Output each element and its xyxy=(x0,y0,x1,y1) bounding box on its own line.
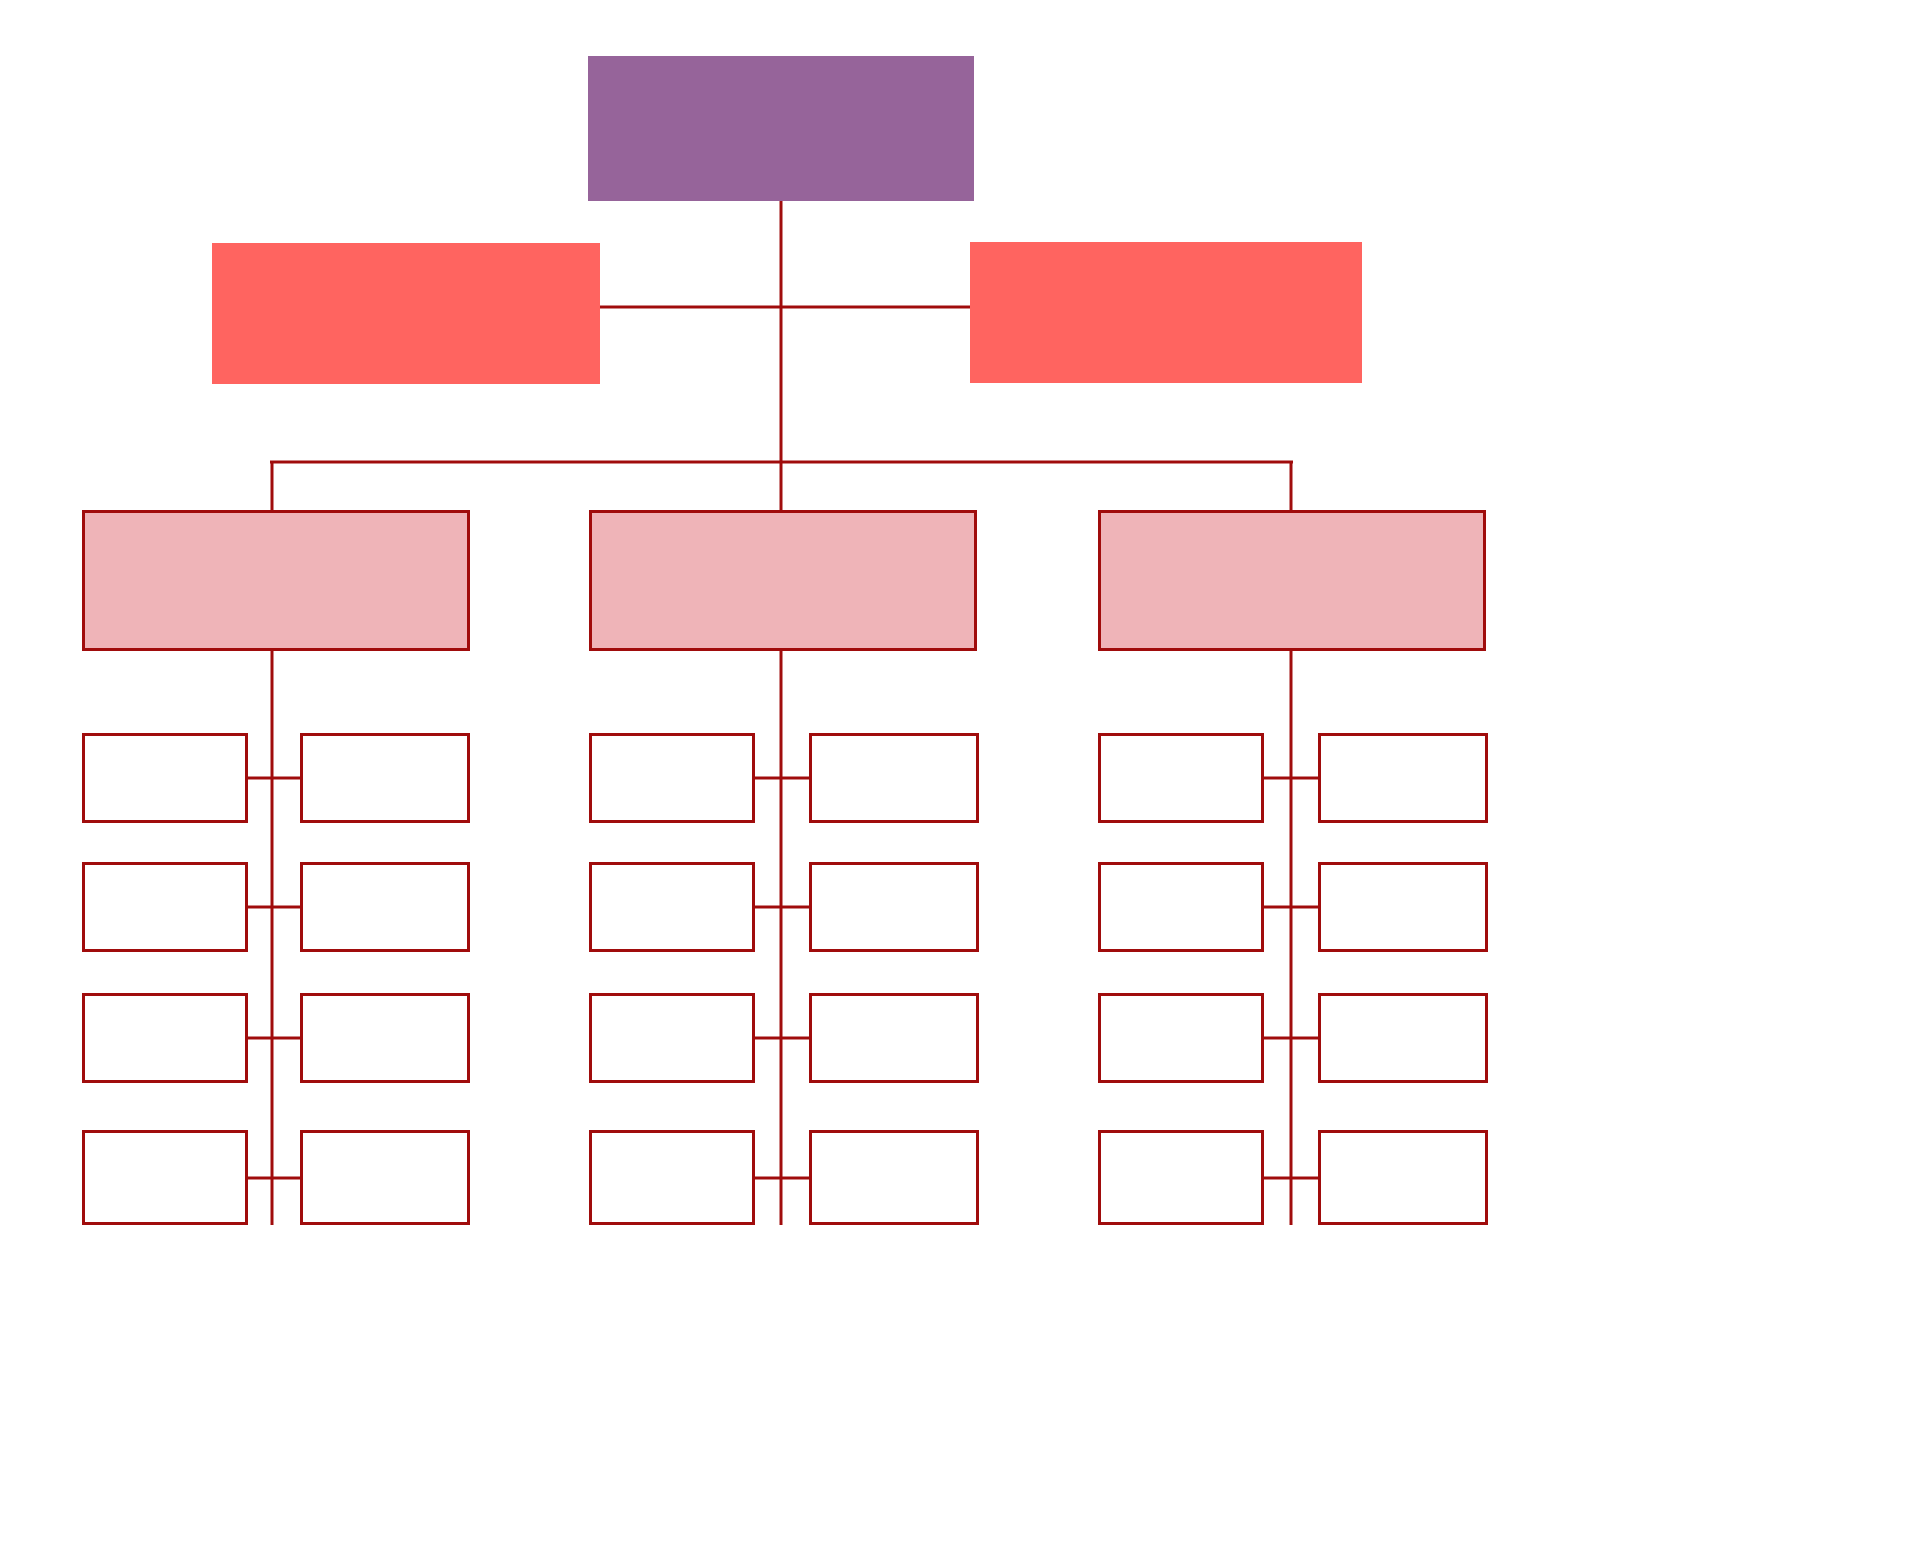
org-node-dept-1[interactable] xyxy=(82,510,470,651)
org-node-leaf-2-1-right[interactable] xyxy=(809,733,979,823)
org-node-leaf-3-1-left[interactable] xyxy=(1098,733,1264,823)
org-node-leaf-2-3-left[interactable] xyxy=(589,993,755,1083)
org-node-leaf-1-3-left[interactable] xyxy=(82,993,248,1083)
org-node-dept-2[interactable] xyxy=(589,510,977,651)
org-node-leaf-3-3-left[interactable] xyxy=(1098,993,1264,1083)
org-node-leaf-3-4-right[interactable] xyxy=(1318,1130,1488,1225)
org-node-leaf-2-2-right[interactable] xyxy=(809,862,979,952)
org-node-leaf-1-1-left[interactable] xyxy=(82,733,248,823)
org-node-leaf-3-3-right[interactable] xyxy=(1318,993,1488,1083)
org-node-exec-right[interactable] xyxy=(970,242,1362,383)
org-node-dept-3[interactable] xyxy=(1098,510,1486,651)
org-node-leaf-2-4-right[interactable] xyxy=(809,1130,979,1225)
org-node-leaf-1-3-right[interactable] xyxy=(300,993,470,1083)
org-node-leaf-1-1-right[interactable] xyxy=(300,733,470,823)
org-node-leaf-2-4-left[interactable] xyxy=(589,1130,755,1225)
org-node-leaf-1-4-right[interactable] xyxy=(300,1130,470,1225)
org-node-leaf-3-4-left[interactable] xyxy=(1098,1130,1264,1225)
org-node-leaf-3-2-right[interactable] xyxy=(1318,862,1488,952)
org-node-leaf-3-2-left[interactable] xyxy=(1098,862,1264,952)
org-node-leaf-2-3-right[interactable] xyxy=(809,993,979,1083)
org-node-exec-left[interactable] xyxy=(212,243,600,384)
org-node-leaf-2-2-left[interactable] xyxy=(589,862,755,952)
org-node-root[interactable] xyxy=(588,56,974,201)
org-node-leaf-2-1-left[interactable] xyxy=(589,733,755,823)
org-node-leaf-3-1-right[interactable] xyxy=(1318,733,1488,823)
org-node-leaf-1-4-left[interactable] xyxy=(82,1130,248,1225)
org-node-leaf-1-2-left[interactable] xyxy=(82,862,248,952)
org-node-leaf-1-2-right[interactable] xyxy=(300,862,470,952)
